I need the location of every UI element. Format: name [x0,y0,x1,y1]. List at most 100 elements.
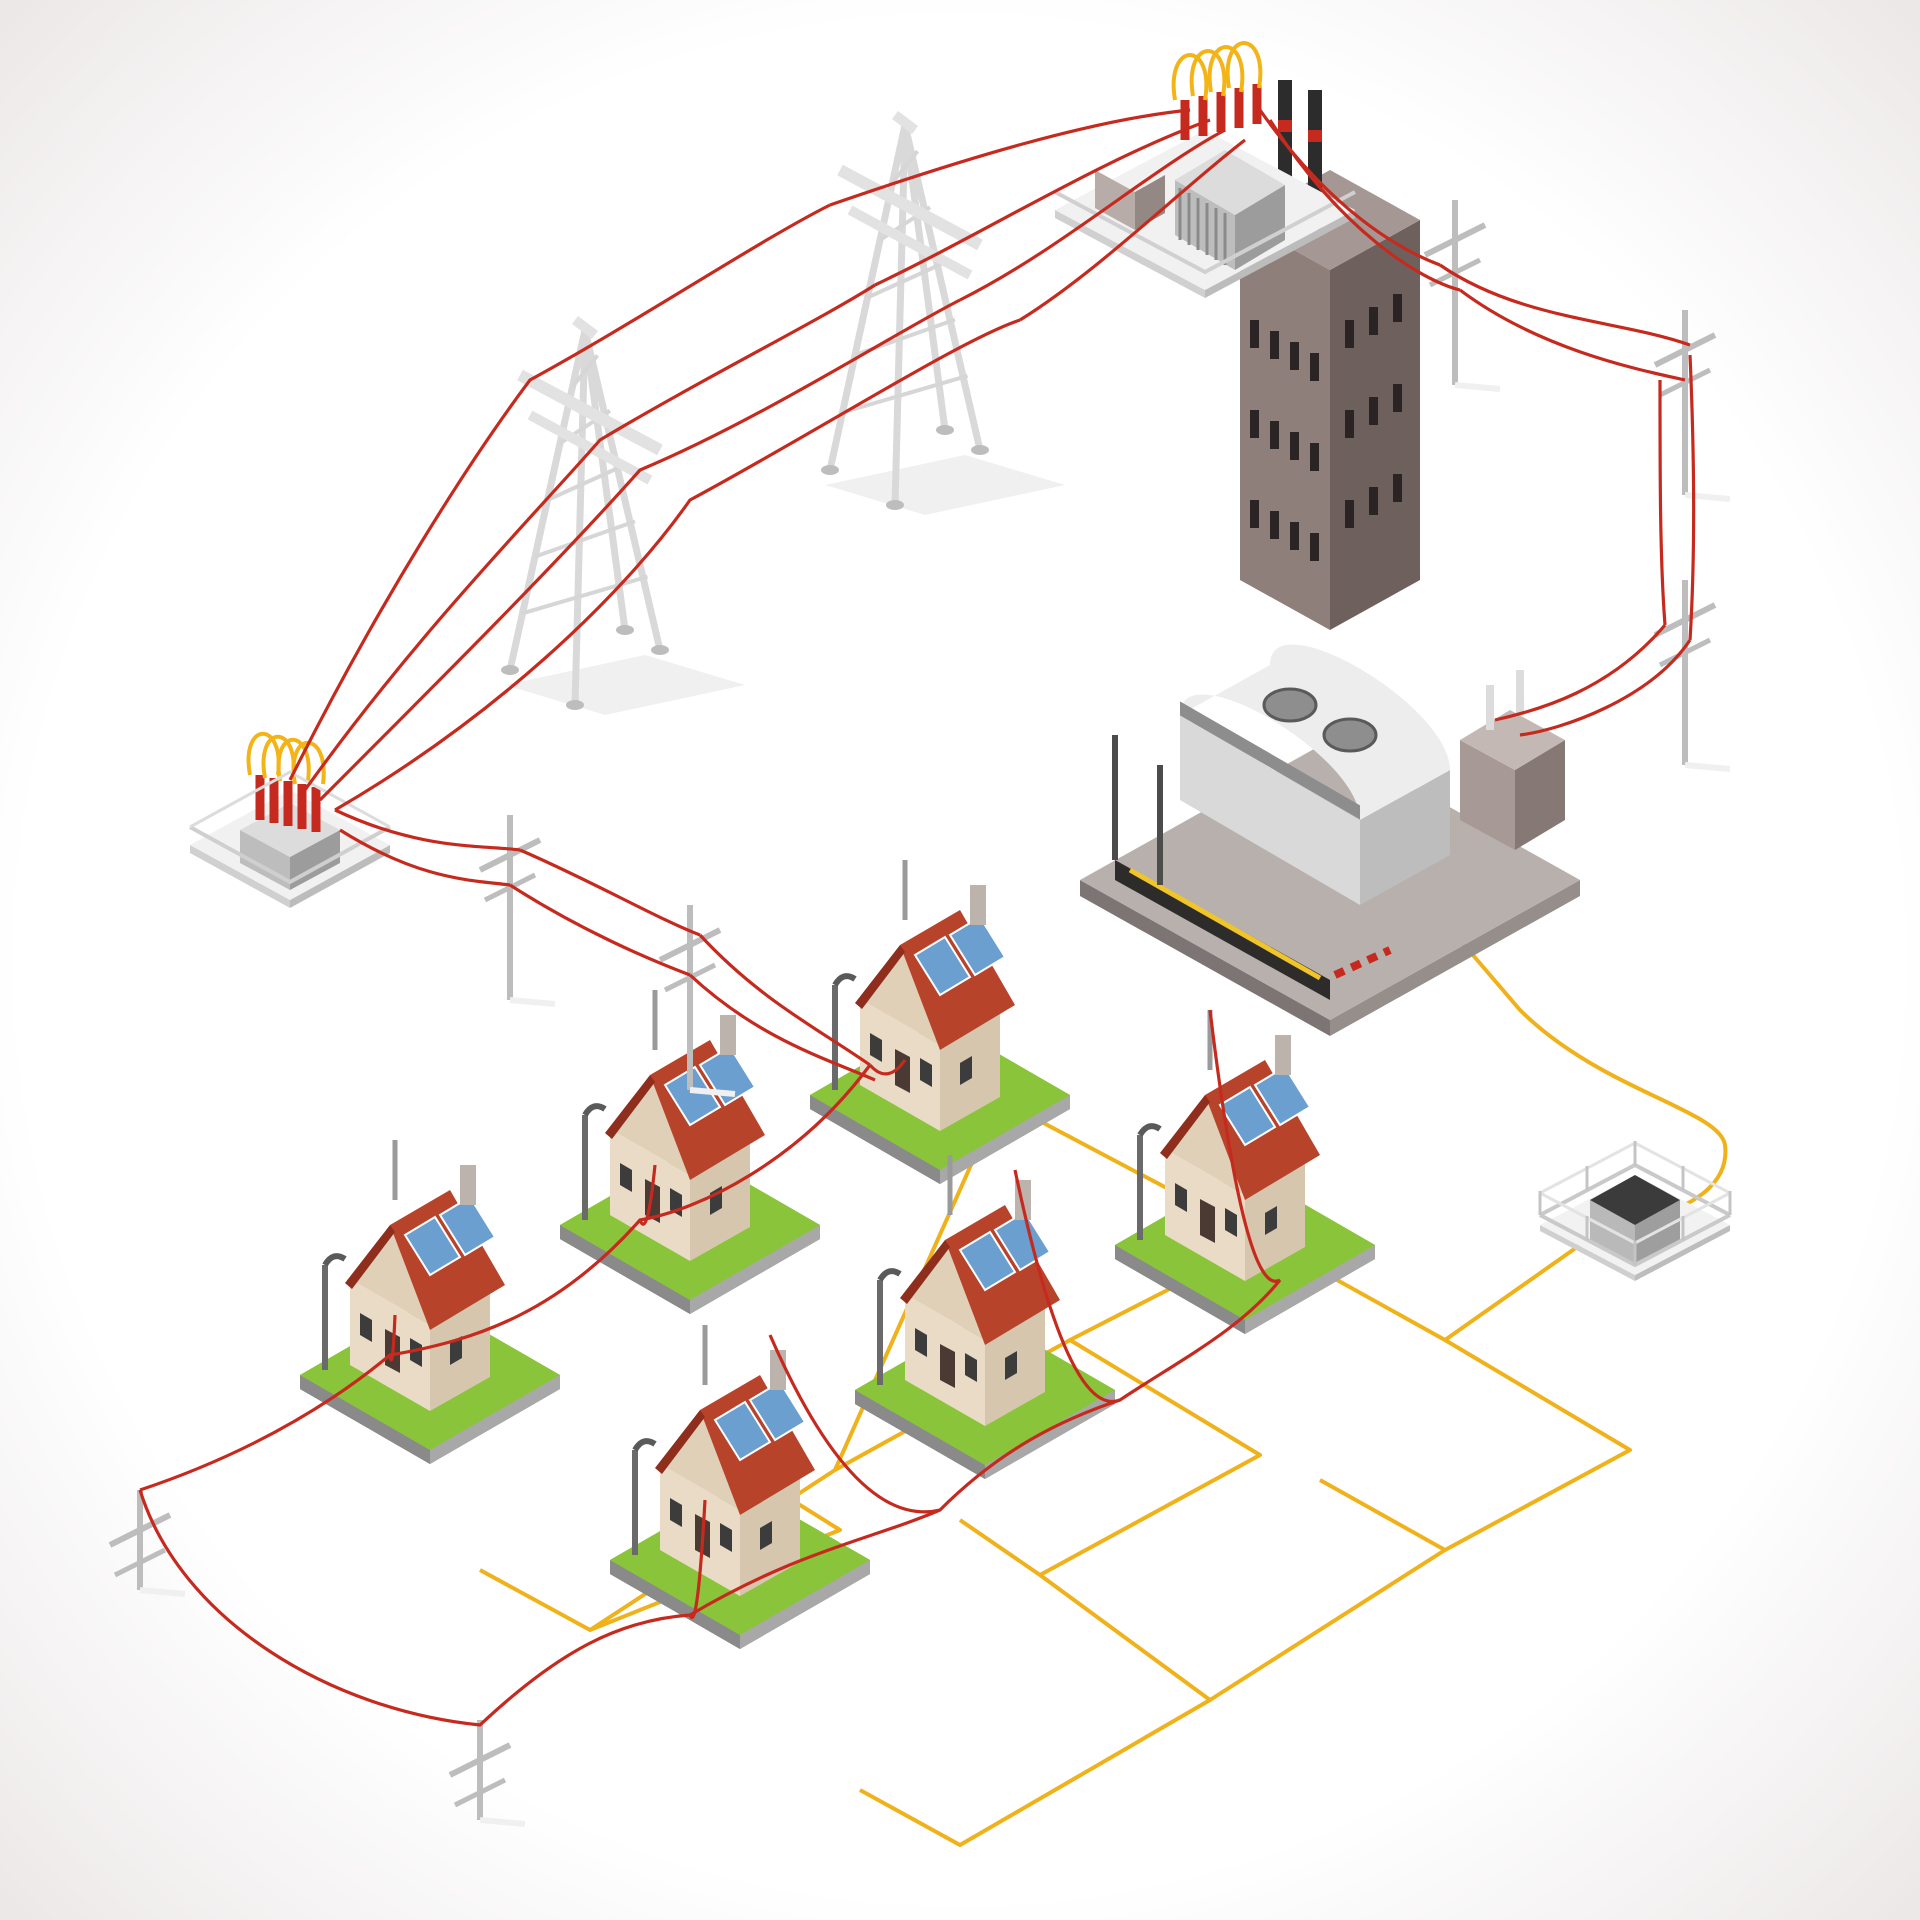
window [620,1163,632,1192]
pylon-footing [566,700,584,710]
tower-window [1270,421,1279,449]
road-marking [1128,867,1322,981]
pylon-brace [521,574,649,616]
house-gable [905,1240,985,1340]
lot-base-left [1115,1245,1245,1334]
annex-front [1460,740,1515,850]
insulator-loop [1207,45,1245,93]
utility-pole [658,905,736,1097]
house-with-solar-panels [610,1325,870,1649]
insulator-loop [276,737,311,782]
door [940,1344,955,1388]
lot-base-right [940,1095,1070,1184]
substation-transformer [189,731,391,908]
power-station [1080,80,1580,1036]
insulator-loop [1225,41,1263,89]
pole-shadow [139,1587,186,1597]
service-drop [768,1334,941,1514]
pylon-leg [891,124,909,506]
window [1225,1208,1237,1237]
pylon-brace [546,464,624,502]
roof-edge [655,1410,705,1474]
service-drop [388,1314,397,1362]
insulator-loop [1189,49,1227,97]
solar-panel [663,1065,722,1127]
window [670,1498,682,1527]
lot-base-left [560,1225,690,1314]
sub-pad-right-side [290,845,390,908]
street-lamp-head [582,1103,607,1117]
tower-window [1345,500,1354,528]
chimney-stripe [1278,120,1292,132]
underground-cable [1458,938,1728,1247]
power-line [519,848,701,937]
power-line [1459,288,1686,382]
window [965,1353,977,1382]
pylon-footing [501,665,519,675]
station-road [1115,860,1330,1000]
window [720,1523,732,1552]
pylon-leg [581,329,629,631]
tower-window [1345,410,1354,438]
utility-pole [108,1490,186,1597]
power-line [334,318,1021,812]
pylon-leg [901,124,949,431]
control-room-side [1135,175,1165,230]
vent-fan [1322,717,1378,753]
roof-edge [900,1240,950,1304]
pole-crossarm [478,837,542,873]
pole-crossarm [453,1777,507,1808]
pole-shadow [509,997,556,1007]
pole-crossarm [1658,367,1712,398]
tower-window [1290,522,1299,550]
pole-crossarm [663,962,717,993]
pole-crossarm [483,872,537,903]
service-drop [688,1499,707,1619]
roof-edge [855,945,905,1009]
lot-base-right [430,1375,560,1464]
pole-shadow [1454,382,1501,392]
lot-base-right [985,1390,1115,1479]
pylon-brace [534,519,636,559]
pole-crossarm [113,1547,167,1578]
tower-window [1250,500,1259,528]
tower-window [1310,443,1319,471]
hall-roof [1180,644,1450,820]
tower-front [1240,220,1330,630]
underground-cable [859,1573,1212,1847]
service-drop [868,1059,907,1076]
tower-window [1369,307,1378,335]
substation-transformer [1054,41,1356,298]
lot-base-right [1245,1245,1375,1334]
pylon-footing [886,500,904,510]
overhead-power-lines [138,108,1696,1727]
window [1005,1351,1017,1380]
underground-cable [1208,1548,1447,1702]
house-with-solar-panels [560,990,820,1314]
power-line [1519,639,1692,737]
solar-panel [913,935,972,997]
fence-rail [189,770,391,829]
house-with-solar-panels [1115,1010,1375,1334]
grid-objects [108,41,1732,1827]
service-drop [1208,1009,1281,1283]
pylon-leg [901,124,984,451]
window [360,1313,372,1342]
hall-band [1180,701,1360,820]
pylon-brace [570,354,600,388]
house-gable [860,945,940,1045]
window [1265,1206,1277,1235]
street-lamp-head [632,1438,657,1452]
utility-pole [448,1720,526,1827]
hall-side [1360,770,1450,905]
chimney [720,1015,736,1055]
tower-window [1310,353,1319,381]
pylon-leg [571,329,589,706]
street-lamp-head [877,1268,902,1282]
window [870,1033,882,1062]
power-line [689,1278,1282,1617]
pylon-peak [892,111,918,134]
fence-rail [189,825,391,885]
box-top [1590,1175,1680,1225]
house-gable [350,1225,430,1325]
